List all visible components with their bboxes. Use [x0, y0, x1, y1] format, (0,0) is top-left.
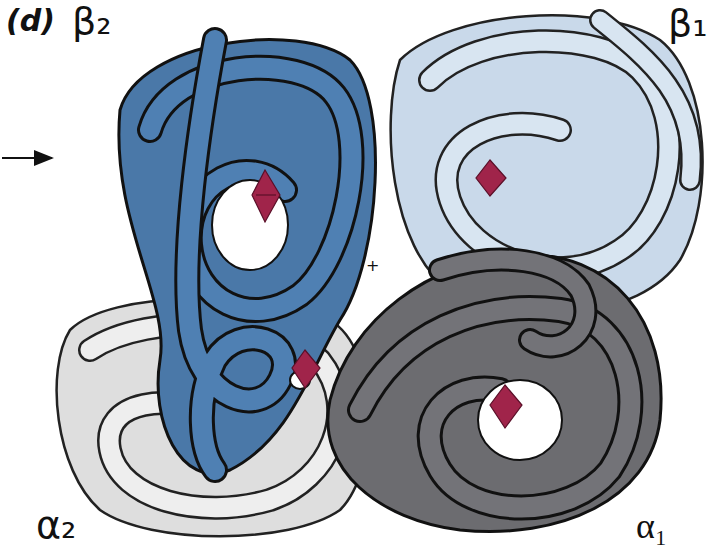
subunit-label: β₂ [72, 2, 111, 40]
subunit-label: α₂ [36, 506, 76, 544]
heme-groups [252, 160, 522, 428]
alpha1-subunit [328, 255, 661, 532]
subunit-label: α₁ [636, 508, 667, 544]
pointer-arrow [2, 157, 52, 159]
panel-letter: (d) [6, 6, 55, 36]
subunit-label: β₁ [668, 4, 707, 42]
center-mark: + [366, 258, 379, 274]
